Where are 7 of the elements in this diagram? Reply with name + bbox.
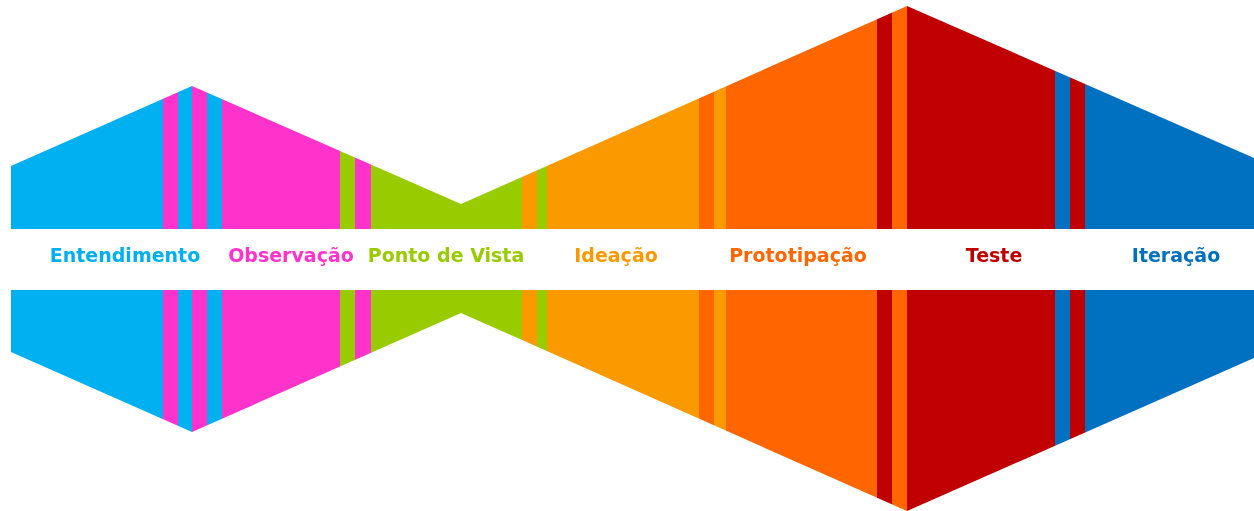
phase-label: Ponto de Vista	[367, 244, 525, 266]
phase-label: Ideação	[574, 244, 658, 266]
phase-label: Entendimento	[49, 244, 201, 266]
phase-label: Prototipação	[729, 244, 867, 266]
phase-label: Iteração	[1131, 244, 1221, 266]
phase-label: Observação	[228, 244, 354, 266]
phase-label: Teste	[965, 244, 1023, 266]
